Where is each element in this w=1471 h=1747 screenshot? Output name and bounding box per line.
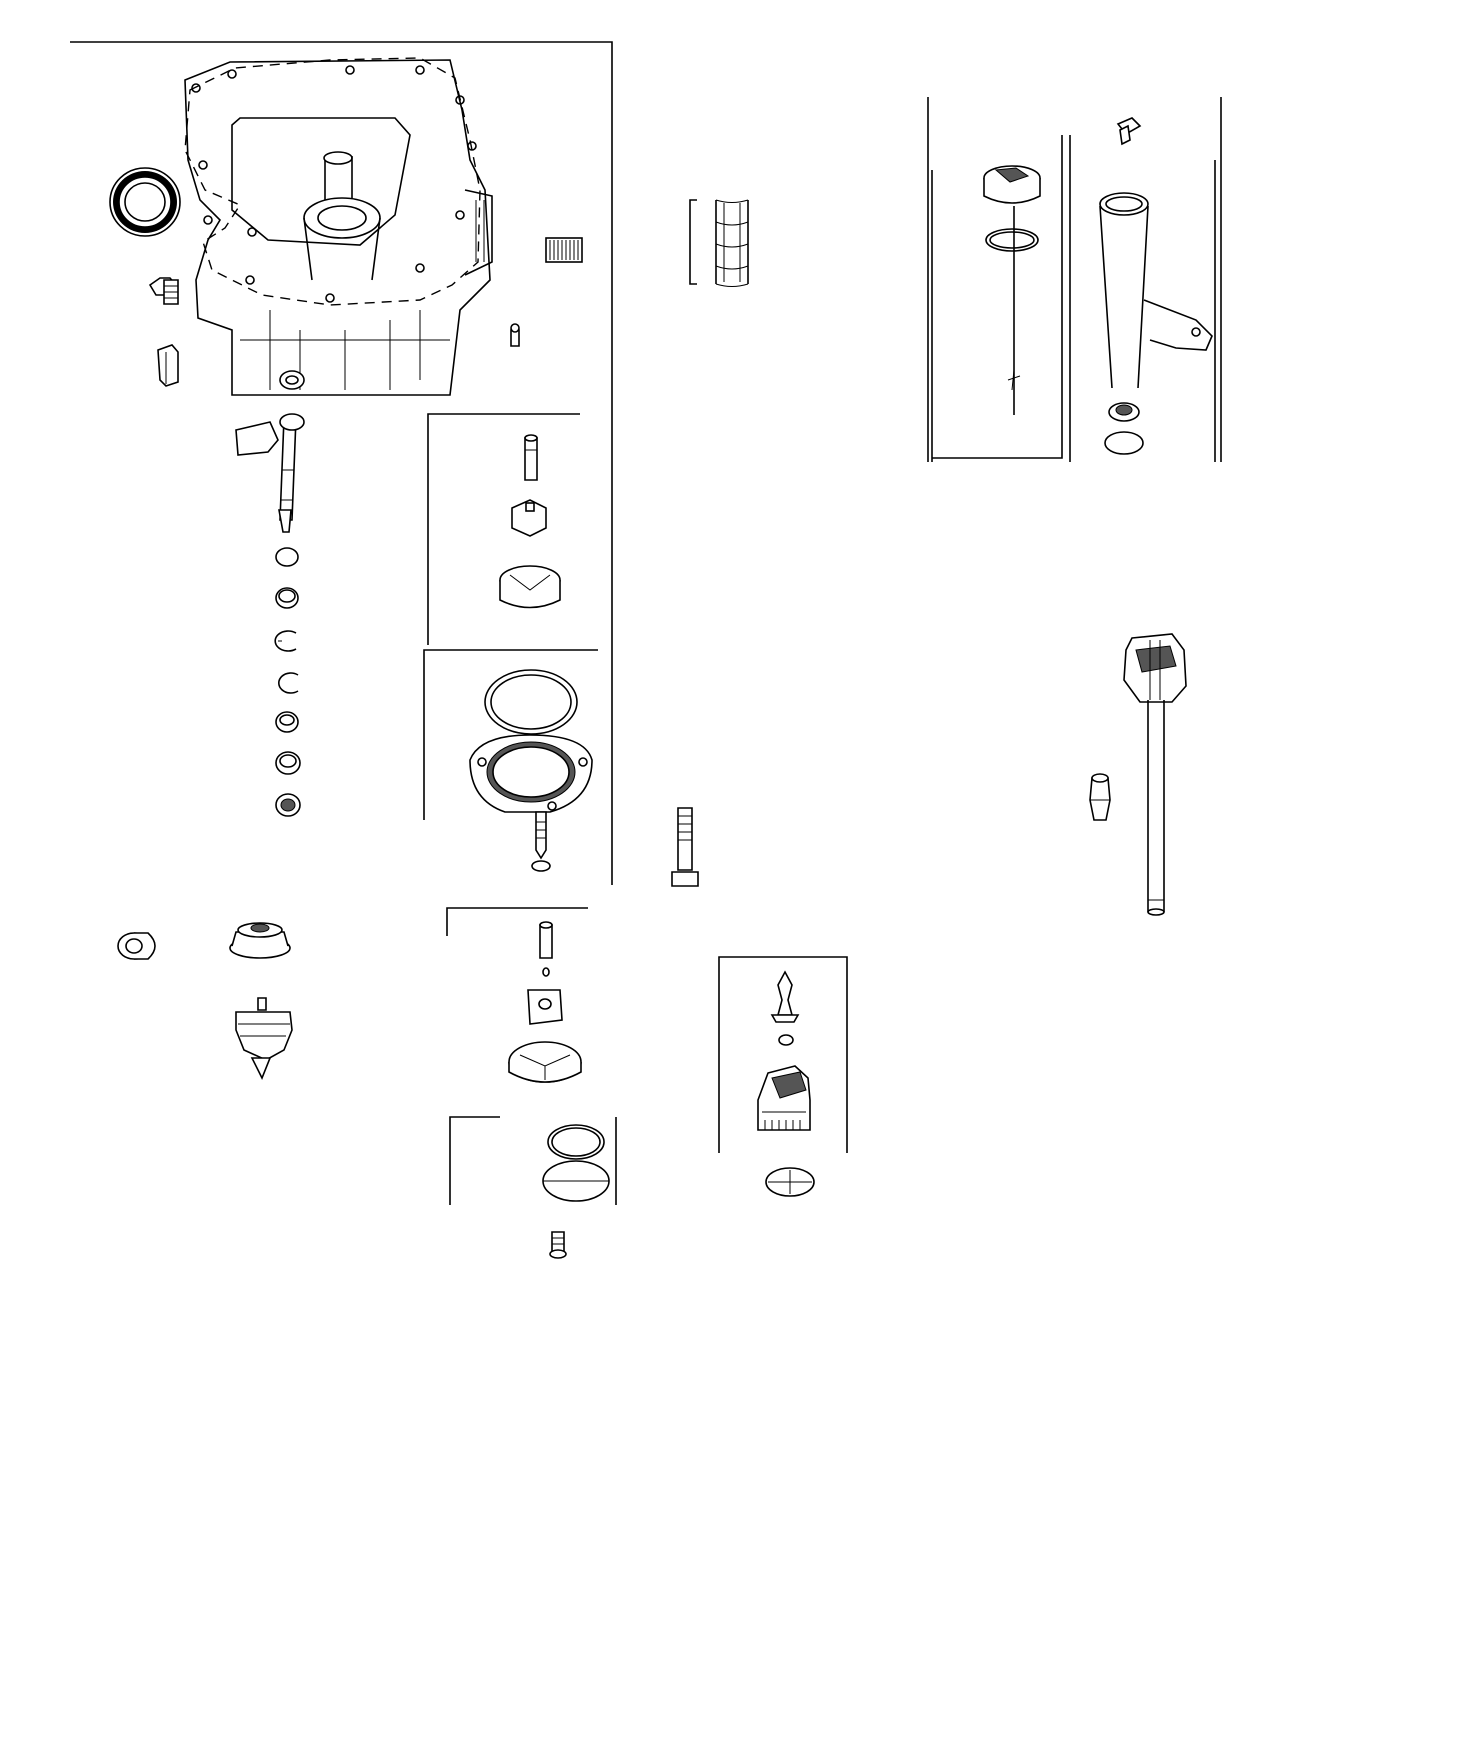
governor-assembly-right xyxy=(1089,633,1187,916)
washer-icon xyxy=(765,1167,815,1197)
frame-lines xyxy=(70,41,1222,1205)
magnet-block-icon xyxy=(545,237,583,263)
dipstick-tube-icon xyxy=(1099,117,1213,455)
governor-pin-icon xyxy=(770,970,800,1023)
governor-gear-icon xyxy=(235,997,293,1080)
washer-icon xyxy=(275,711,299,733)
lower-seal-group xyxy=(542,1124,610,1202)
bearing-bushing-icon xyxy=(117,932,156,960)
washer-stack xyxy=(274,547,301,817)
washer-icon xyxy=(275,751,301,775)
bolt-holes xyxy=(191,65,477,303)
e-ring-icon xyxy=(278,672,299,694)
e-ring-icon xyxy=(274,630,297,652)
governor-shaft-icon xyxy=(235,413,305,533)
oil-pump-rotor-icon xyxy=(508,1041,582,1083)
pump-cover-icon xyxy=(469,734,593,813)
screw-icon xyxy=(549,1231,567,1259)
roller-chain-icon xyxy=(715,199,749,287)
oil-pump-group-upper xyxy=(499,434,561,609)
governor-gear-icon xyxy=(757,1065,811,1131)
dowel-pin-icon xyxy=(157,344,179,387)
oil-seal-icon xyxy=(109,167,181,237)
oil-pump-group-lower xyxy=(508,921,582,1083)
o-ring-icon xyxy=(547,1124,605,1160)
oil-pump-rotor-icon xyxy=(499,565,561,609)
governor-group xyxy=(757,970,815,1197)
small-pin-icon xyxy=(510,323,520,347)
screw-icon xyxy=(531,811,551,872)
o-ring-icon xyxy=(985,228,1039,252)
o-ring-icon xyxy=(484,669,578,735)
washer-icon xyxy=(275,587,299,609)
inner-rotor-icon xyxy=(511,499,547,537)
crankcase-cover-icon xyxy=(184,57,493,396)
screw-icon xyxy=(1116,117,1142,146)
callout-1027 xyxy=(689,199,749,287)
dipstick-icon xyxy=(983,165,1041,415)
inner-rotor-icon xyxy=(527,989,563,1025)
governor-cup-icon xyxy=(229,922,291,959)
pump-shaft-icon xyxy=(539,921,553,977)
pump-shaft-icon xyxy=(524,434,538,481)
o-ring-icon xyxy=(1104,431,1144,455)
drain-plug-icon xyxy=(148,277,179,305)
bearing-bushing-icon xyxy=(1089,773,1111,821)
bolt-icon xyxy=(671,807,699,887)
seal-group xyxy=(469,669,593,813)
washer-icon xyxy=(275,547,299,567)
washer-icon xyxy=(275,793,301,817)
pump-cover-icon xyxy=(542,1160,610,1202)
